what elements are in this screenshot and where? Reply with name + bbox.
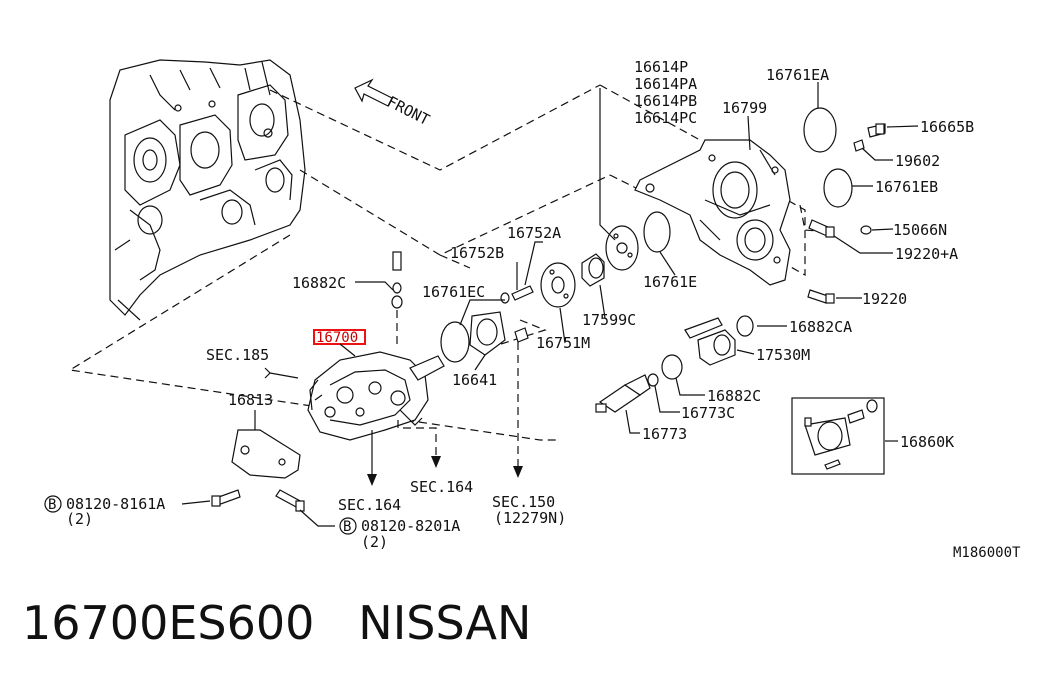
washer-15066N [860, 225, 872, 235]
label-16665B: 16665B [920, 118, 974, 136]
gasket-16761EA [803, 107, 837, 153]
label-17530M: 17530M [756, 346, 810, 364]
label-19220: 19220 [862, 290, 907, 308]
label-16761E: 16761E [643, 273, 697, 291]
label-08120-8201A-qty: (2) [361, 533, 388, 551]
injection-pump-16700 [307, 351, 445, 441]
label-16799: 16799 [722, 99, 767, 117]
footer-caption: 16700ES600 NISSAN [22, 596, 531, 650]
nut-illustration [514, 327, 529, 343]
gasket-16761E [643, 211, 671, 253]
highlight-16700 [313, 329, 366, 345]
footer-brand: NISSAN [358, 596, 532, 650]
bolt-16882C-illustration [391, 251, 403, 309]
label-16751M: 16751M [536, 334, 590, 352]
hub-16751M [540, 262, 576, 308]
label-16761EC: 16761EC [422, 283, 485, 301]
label-16773: 16773 [642, 425, 687, 443]
bracket-16813 [231, 429, 301, 479]
label-sec185: SEC.185 [206, 346, 269, 364]
label-sec150-sub: (12279N) [494, 509, 566, 527]
bolt-marker-circle-2 [339, 517, 357, 535]
front-direction-arrow: FRONT [354, 78, 433, 130]
cover-16799 [634, 139, 791, 286]
bolt-19220-illustration [807, 289, 835, 304]
seals-right [643, 107, 886, 304]
front-label: FRONT [384, 93, 432, 130]
label-16761EB: 16761EB [875, 178, 938, 196]
label-16614P: 16614P [634, 58, 688, 76]
label-16614PA: 16614PA [634, 75, 697, 93]
label-16614PB: 16614PB [634, 92, 697, 110]
label-16860K: 16860K [900, 433, 954, 451]
label-16752A: 16752A [507, 224, 561, 242]
label-08120-8201A: 08120-8201A [361, 517, 460, 535]
kit-16860K [791, 397, 885, 475]
drawing-code: M186000T [953, 545, 1021, 561]
label-15066N: 15066N [893, 221, 947, 239]
bolt-08120-8161A-illustration [211, 489, 241, 507]
bolt-08120-8201A-illustration [275, 489, 305, 512]
label-sec150: SEC.150 [492, 493, 555, 511]
label-19220A: 19220+A [895, 245, 958, 263]
label-19602: 19602 [895, 152, 940, 170]
label-16813: 16813 [228, 391, 273, 409]
label-16752B: 16752B [450, 244, 504, 262]
switch-16773 [595, 374, 651, 413]
label-16882C: 16882C [292, 274, 346, 292]
label-16761EA: 16761EA [766, 66, 829, 84]
label-16641: 16641 [452, 371, 497, 389]
plate-16614P [605, 225, 639, 271]
label-17599C: 17599C [582, 311, 636, 329]
label-sec164-a: SEC.164 [338, 496, 401, 514]
washer-16882C-b [661, 354, 683, 380]
washer-19602 [853, 139, 865, 152]
highlight-16700-label: 16700 [316, 330, 358, 346]
engine-block-illustration [109, 59, 306, 321]
section-arrows [367, 342, 523, 486]
bolt-19220A-illustration [808, 219, 835, 238]
part-labels: 16614P 16614PA 16614PB 16614PC 16799 167… [44, 58, 1021, 561]
label-16614PC: 16614PC [634, 109, 697, 127]
bolt-16665B-illustration [867, 123, 886, 138]
sensor-17530M [684, 317, 736, 366]
sleeve-17599C [581, 253, 605, 287]
footer-part-number: 16700ES600 [22, 596, 315, 650]
oring-16773C [647, 373, 659, 387]
bolt-marker-2: B [343, 519, 351, 535]
bolt-marker-1: B [48, 497, 56, 513]
bolt-16752A-illustration [500, 285, 534, 304]
label-sec164-b: SEC.164 [410, 478, 473, 496]
flange-16641 [469, 311, 506, 356]
gasket-16761EB [823, 168, 853, 208]
gasket-16761EC [440, 321, 470, 363]
label-08120-8161A: 08120-8161A [66, 495, 165, 513]
oring-16882CA [736, 315, 754, 337]
leader-lines [181, 82, 919, 527]
label-16882C-b: 16882C [707, 387, 761, 405]
label-08120-8161A-qty: (2) [66, 510, 93, 528]
label-16773C: 16773C [681, 404, 735, 422]
label-16882CA: 16882CA [789, 318, 852, 336]
bolt-marker-circle-1 [44, 495, 62, 513]
